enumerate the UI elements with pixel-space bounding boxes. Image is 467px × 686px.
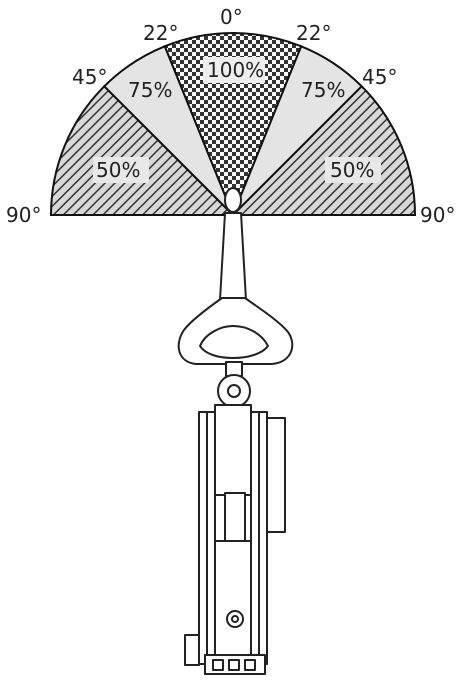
capacity-label-right-mid: 75% [301,78,345,102]
angle-label-left-90: 90° [6,203,41,227]
angle-label-right-22: 22° [296,21,331,45]
pivot-ring [224,187,242,213]
jaw-slot [224,492,246,542]
clamp-device [177,187,294,675]
angle-label-right-45: 45° [362,65,397,89]
capacity-label-left-mid: 75% [128,78,172,102]
jaw-tooth-1 [212,659,224,671]
link-pin-inner [227,384,241,398]
angle-label-right-90: 90° [420,203,455,227]
link-connector [225,361,243,377]
capacity-label-right-outer: 50% [330,158,374,182]
jaw-body [214,540,252,660]
angle-label-top-0: 0° [220,5,243,29]
jaw-center-top [214,404,252,496]
jaw-tooth-2 [228,659,240,671]
capacity-label-boxes [93,57,381,183]
angle-label-left-22: 22° [143,21,178,45]
zone-center [163,32,303,218]
shackle-eye-inner [199,325,269,359]
jaw-side-block [184,634,200,666]
angle-label-left-45: 45° [72,65,107,89]
jaw-tooth-3 [244,659,256,671]
jaw-right-flange [266,417,286,533]
capacity-label-center: 100% [207,58,264,82]
cam-bolt-inner [231,615,239,623]
capacity-label-left-outer: 50% [96,158,140,182]
shackle-shaft [219,212,247,301]
